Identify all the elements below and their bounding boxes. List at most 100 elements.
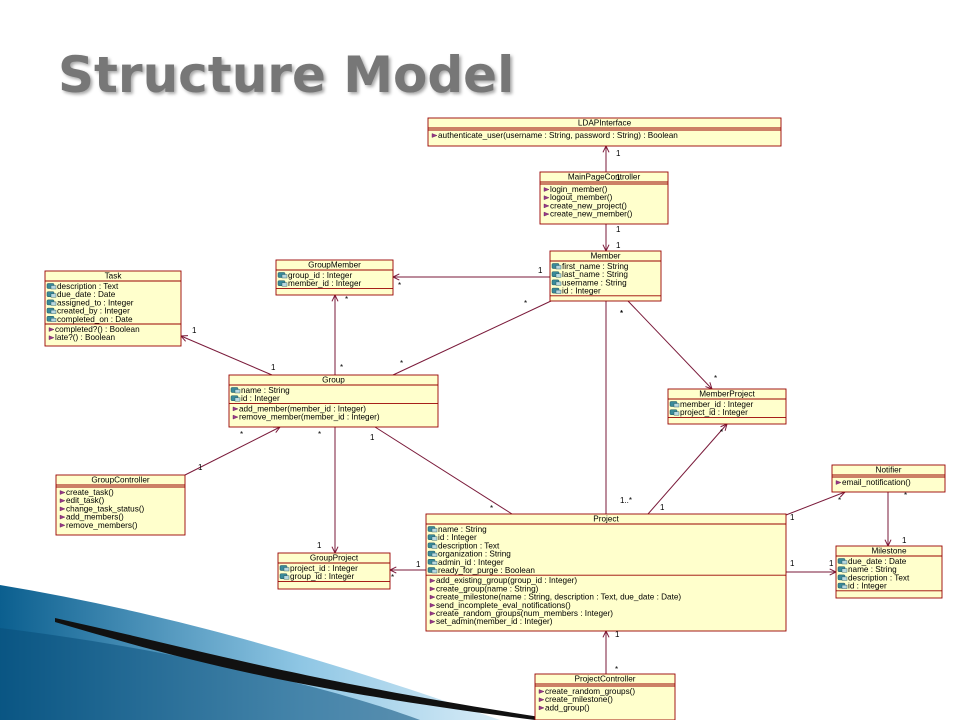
class-notifier-name: Notifier [876, 466, 902, 475]
operation-icon [543, 203, 550, 209]
multiplicity-label: * [345, 295, 348, 304]
attribute-icon [427, 542, 438, 549]
multiplicity-label: 1 [790, 513, 795, 522]
multiplicity-label: * [838, 496, 841, 505]
class-group-project-name: GroupProject [310, 554, 359, 563]
class-member-name: Member [590, 252, 620, 261]
class-task-attribute: description : Text [57, 282, 119, 291]
class-group-member-name: GroupMember [308, 261, 361, 270]
class-milestone-attribute: name : String [848, 565, 897, 574]
operation-icon [429, 611, 436, 616]
class-group-controller-operation: edit_task() [66, 496, 104, 505]
multiplicity-label: * [400, 359, 403, 368]
operation-icon [429, 619, 436, 624]
operation-icon [431, 133, 438, 138]
attribute-icon [279, 565, 290, 572]
operation-icon [538, 689, 545, 694]
class-main-page-controller-box [539, 171, 669, 225]
class-task-box [44, 270, 182, 347]
class-ldapinterface: LDAPInterfaceauthenticate_user(username … [427, 117, 782, 147]
operation-icon [429, 586, 436, 592]
multiplicity-label: * [490, 504, 493, 513]
attribute-icon [279, 573, 290, 580]
attribute-icon [46, 316, 57, 322]
association-line [647, 423, 728, 515]
attribute-icon [551, 271, 562, 278]
class-task-operation: completed?() : Boolean [55, 325, 140, 334]
class-task-operation: late?() : Boolean [55, 333, 116, 342]
operation-icon [232, 406, 239, 412]
attribute-icon [427, 534, 438, 541]
multiplicity-label: 1 [660, 503, 665, 512]
class-project-operation: create_random_groups(num_members : Integ… [436, 609, 613, 618]
operation-icon [59, 498, 66, 503]
multiplicity-label: * [714, 374, 717, 383]
class-group-project-attribute: group_id : Integer [290, 572, 354, 581]
operation-icon [543, 195, 550, 200]
multiplicity-label: * [340, 363, 343, 372]
attribute-icon [427, 567, 438, 574]
class-group-operation: add_member(member_id : Integer) [239, 404, 366, 413]
class-notifier: Notifier email_notification() [831, 464, 946, 493]
class-main-page-controller-operation: login_member() [550, 185, 608, 194]
multiplicity-label: 1 [616, 225, 621, 234]
multiplicity-label: 1 [198, 463, 203, 472]
attribute-icon [837, 574, 848, 581]
class-member-attribute: username : String [562, 278, 627, 287]
operation-icon [543, 211, 550, 217]
multiplicity-label: 1 [616, 241, 621, 250]
association-line [184, 426, 281, 476]
attribute-icon [427, 550, 438, 557]
operation-icon [232, 414, 239, 420]
class-milestone-attribute: due_date : Date [848, 557, 907, 566]
attribute-icon [230, 387, 241, 394]
class-project-controller-box [534, 673, 676, 720]
multiplicity-label: * [240, 430, 243, 439]
multiplicity-label: 1 [192, 326, 197, 335]
corner-decoration [0, 585, 540, 720]
attribute-icon [277, 280, 288, 287]
class-project-attribute: admin_id : Integer [438, 558, 504, 567]
class-member-project-box [667, 388, 787, 425]
class-milestone-attribute: description : Text [848, 573, 910, 582]
class-notifier-operation: email_notification() [842, 478, 911, 487]
class-main-page-controller: MainPageControllerlogin_member()logout_m… [539, 171, 669, 225]
operation-icon [429, 594, 436, 600]
class-project-operation: add_existing_group(group_id : Integer) [436, 576, 577, 585]
class-group-controller-operation: change_task_status() [66, 504, 145, 513]
multiplicity-label: 1 [829, 559, 834, 568]
class-project-controller-operation: create_milestone() [545, 695, 613, 704]
class-ldapinterface-box [427, 117, 782, 147]
multiplicity-label: 1 [902, 536, 907, 545]
class-ldapinterface-operation: authenticate_user(username : String, pas… [438, 131, 678, 140]
class-group-controller-operation: add_members() [66, 513, 124, 522]
slide-title: Structure Model [58, 46, 515, 104]
multiplicity-label: * [398, 281, 401, 290]
multiplicity-label: * [318, 430, 321, 439]
class-group-controller-name: GroupController [91, 476, 150, 485]
multiplicity-label: * [620, 309, 623, 318]
operation-icon [543, 187, 550, 192]
class-main-page-controller-name: MainPageController [568, 173, 641, 182]
association-line [627, 300, 713, 390]
class-main-page-controller-operation: create_new_member() [550, 210, 633, 219]
multiplicity-label: * [620, 309, 623, 318]
operation-icon [538, 705, 545, 711]
class-project-name: Project [593, 515, 619, 524]
attribute-icon [551, 263, 562, 270]
attribute-icon [837, 566, 848, 573]
class-project-operation: send_incomplete_eval_notifications() [436, 601, 571, 610]
class-member-project-attribute: member_id : Integer [680, 400, 754, 409]
class-member-attribute: id : Integer [562, 287, 601, 296]
multiplicity-label: * [524, 299, 527, 308]
class-task-attribute: assigned_to : Integer [57, 298, 134, 307]
class-member-attribute: last_name : String [562, 270, 628, 279]
class-milestone-box [835, 545, 943, 599]
